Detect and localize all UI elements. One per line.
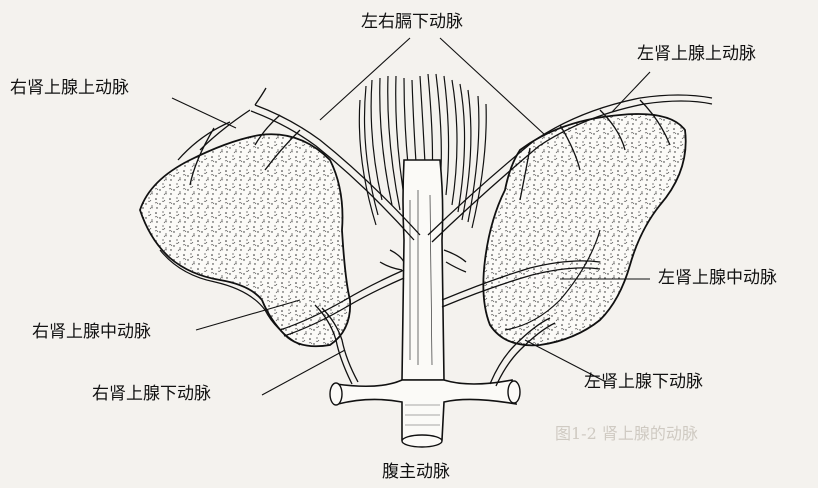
label-right-superior-adrenal-artery: 右肾上腺上动脉	[10, 80, 129, 97]
label-inferior-phrenic-arteries: 左右膈下动脉	[361, 14, 463, 31]
label-left-superior-adrenal-artery: 左肾上腺上动脉	[637, 46, 756, 63]
label-right-middle-adrenal-artery: 右肾上腺中动脉	[32, 324, 151, 341]
label-left-middle-adrenal-artery: 左肾上腺中动脉	[658, 270, 777, 287]
label-abdominal-aorta: 腹主动脉	[382, 464, 450, 481]
label-right-inferior-adrenal-artery: 右肾上腺下动脉	[92, 386, 211, 403]
left-adrenal-gland	[483, 114, 685, 345]
label-left-inferior-adrenal-artery: 左肾上腺下动脉	[584, 374, 703, 391]
